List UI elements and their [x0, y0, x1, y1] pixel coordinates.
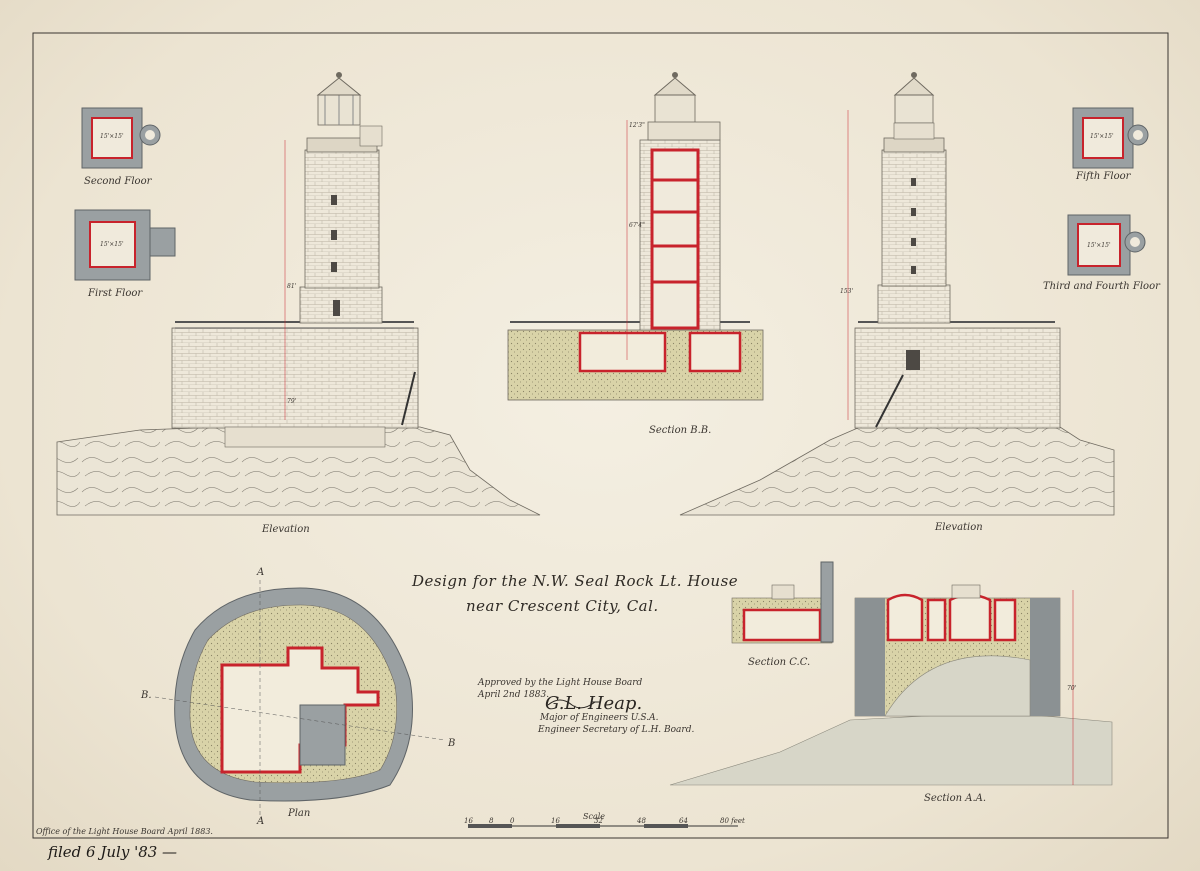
- floor-plan-second: [81, 107, 161, 169]
- label-section-bb: Section B.B.: [649, 425, 712, 436]
- scale-tick: 32: [594, 817, 603, 825]
- label-plan: Plan: [288, 808, 311, 819]
- section-bb: [507, 72, 764, 401]
- dim-elev-right-total: 153': [840, 288, 854, 295]
- scale-tick: 16: [464, 817, 473, 825]
- site-plan: [154, 580, 446, 820]
- title-line-2: near Crescent City, Cal.: [466, 597, 659, 615]
- label-elevation-right: Elevation: [935, 522, 983, 533]
- room-dim-fifth: 15'×15': [1090, 133, 1114, 140]
- approval-line-4: Engineer Secretary of L.H. Board.: [538, 725, 695, 735]
- room-dim-first: 15'×15': [100, 241, 124, 248]
- approval-line-1: Approved by the Light House Board: [478, 678, 643, 688]
- marker-a-bottom: A: [257, 816, 265, 827]
- office-note: Office of the Light House Board April 18…: [36, 827, 213, 836]
- filed-note: filed 6 July '83 —: [48, 843, 178, 861]
- approval-line-2: April 2nd 1883.: [478, 690, 550, 700]
- scale-tick: 0: [510, 817, 515, 825]
- scale-bar: [468, 824, 738, 828]
- scale-title: Scale: [583, 812, 606, 821]
- label-first-floor: First Floor: [88, 288, 143, 299]
- marker-b-right: B: [448, 738, 456, 749]
- title-line-1: Design for the N.W. Seal Rock Lt. House: [412, 572, 739, 590]
- scale-tick: 48: [637, 817, 646, 825]
- marker-a-top: A: [257, 567, 265, 578]
- dim-elev-base: 79': [287, 398, 297, 405]
- signature: G.L. Heap.: [545, 693, 643, 714]
- room-dim-third-fourth: 15'×15': [1087, 242, 1111, 249]
- dim-elev-tower: 81': [287, 283, 297, 290]
- floor-plan-third-fourth: [1067, 214, 1146, 276]
- scale-tick: 16: [551, 817, 560, 825]
- section-aa: [669, 584, 1113, 786]
- label-section-cc: Section C.C.: [748, 657, 811, 668]
- scale-tick: 64: [679, 817, 688, 825]
- floor-plan-fifth: [1072, 107, 1149, 169]
- label-second-floor: Second Floor: [84, 176, 152, 187]
- sheet-border: [32, 32, 1169, 839]
- scale-tick: 8: [489, 817, 494, 825]
- label-section-aa: Section A.A.: [924, 793, 987, 804]
- label-third-fourth-floor: Third and Fourth Floor: [1043, 281, 1160, 292]
- section-cc: [731, 561, 834, 644]
- scale-tick: 80 feet: [720, 817, 745, 825]
- marker-b-left: B.: [141, 690, 152, 701]
- room-dim-second: 15'×15': [100, 133, 124, 140]
- dim-section-aa-height: 70': [1067, 685, 1077, 692]
- floor-plan-first: [74, 209, 176, 281]
- dim-section-top: 12'3": [629, 122, 645, 129]
- label-elevation-left: Elevation: [262, 524, 310, 535]
- label-fifth-floor: Fifth Floor: [1076, 171, 1131, 182]
- approval-line-3: Major of Engineers U.S.A.: [540, 713, 659, 723]
- dim-section-tower: 67'4": [629, 222, 645, 229]
- right-elevation: [679, 72, 1115, 516]
- left-elevation: [56, 72, 541, 516]
